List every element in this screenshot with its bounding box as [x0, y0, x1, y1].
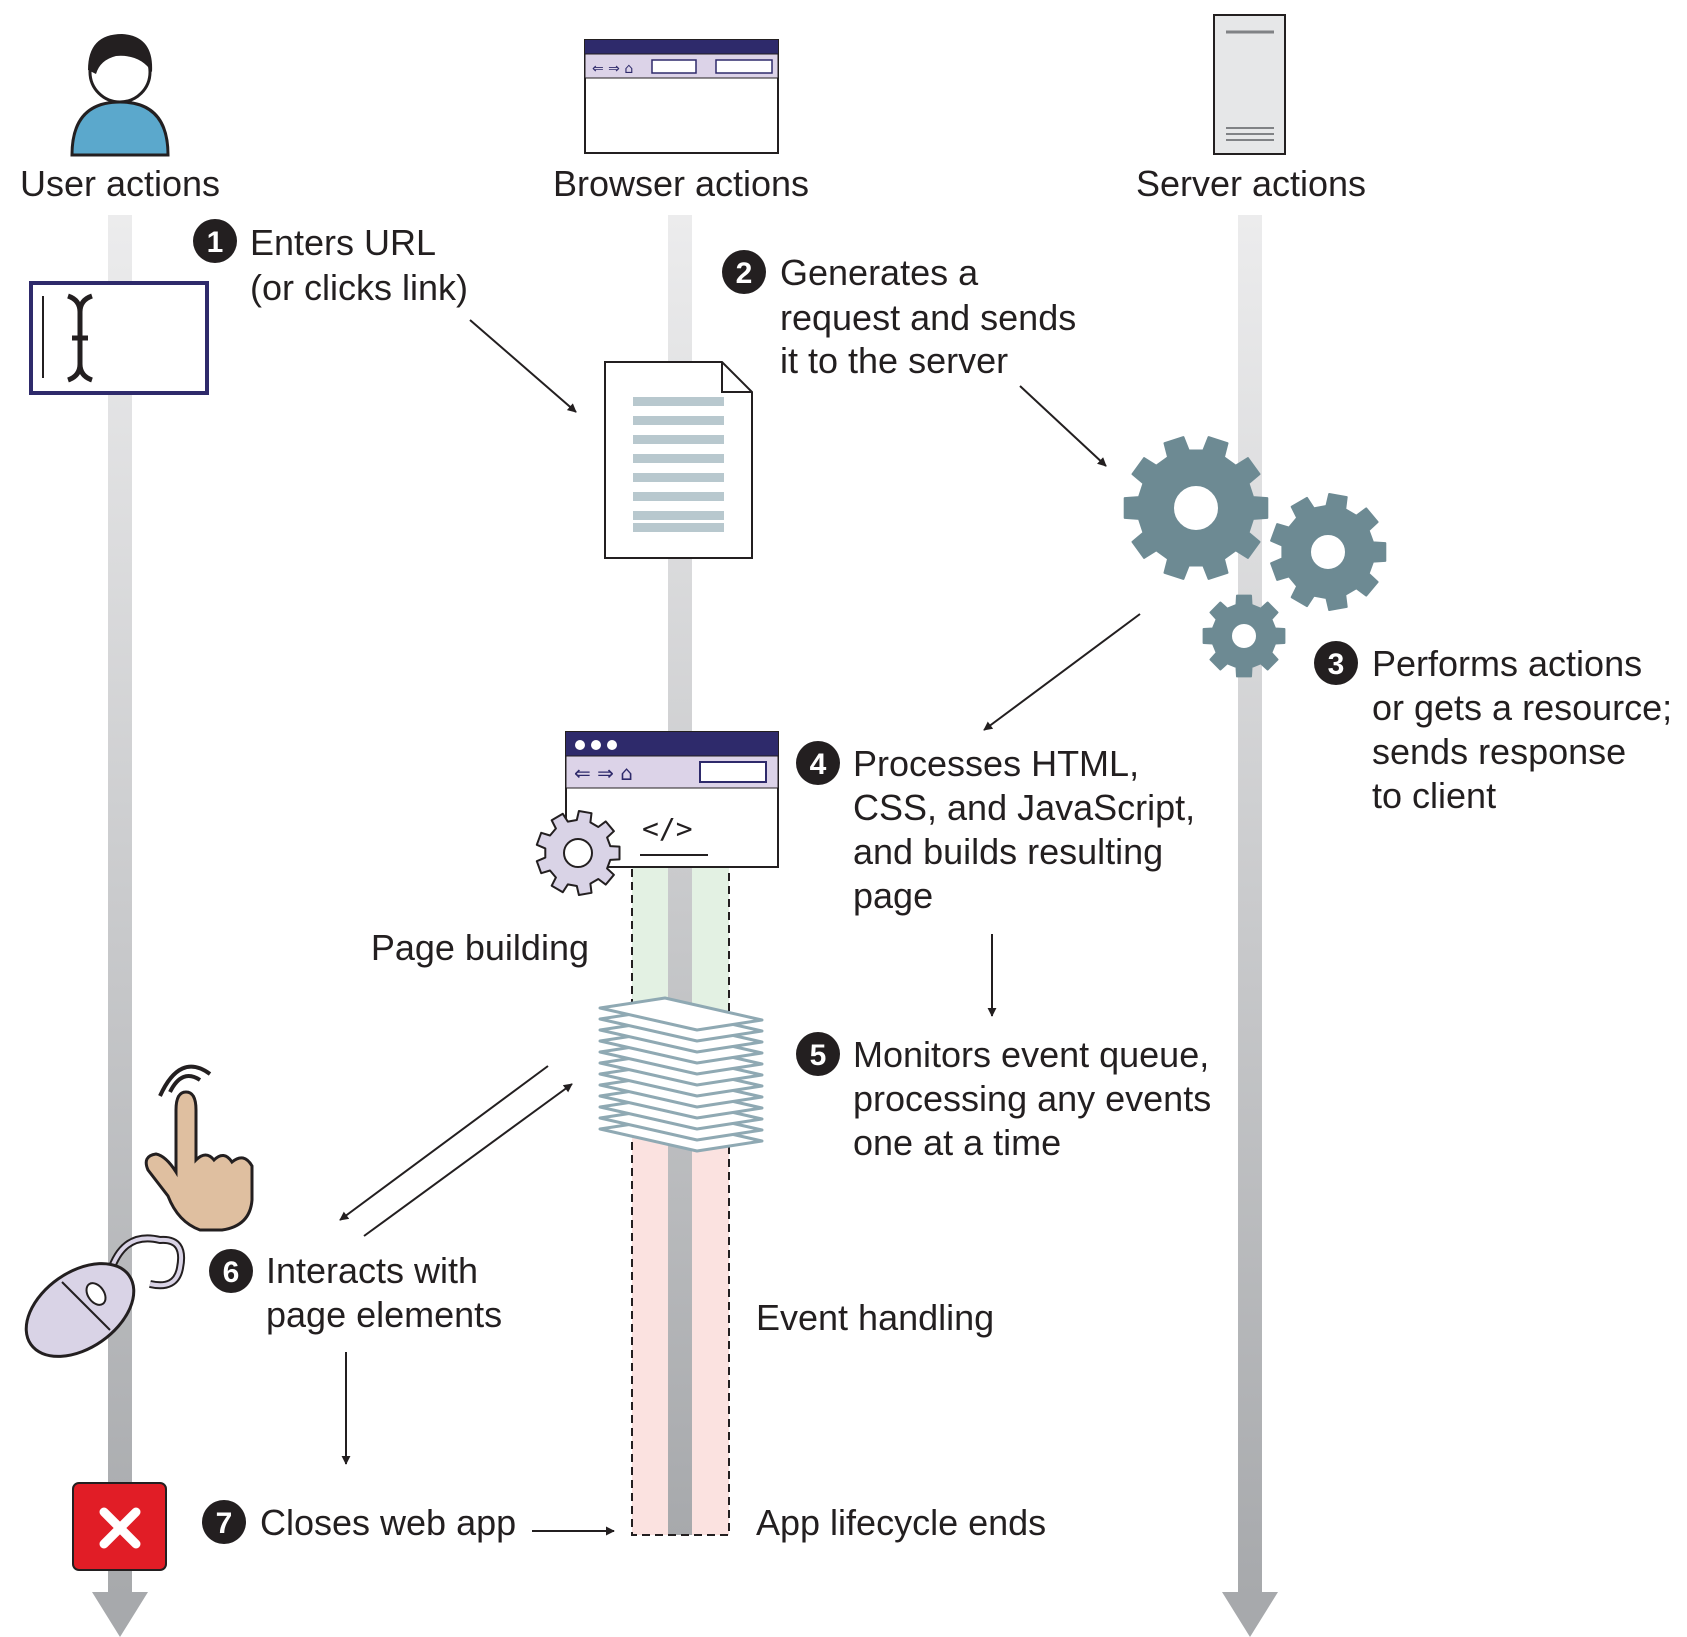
step-7-badge	[202, 1500, 246, 1544]
touch-hand-icon	[144, 1064, 254, 1232]
small-gear-icon	[535, 810, 621, 896]
step-2: 2 Generates a request and sends it to th…	[722, 250, 1086, 381]
step-6-badge	[209, 1249, 253, 1293]
step-2-text: Generates a request and sends it to the …	[780, 252, 1086, 381]
browser-lifecycle-box	[631, 865, 730, 1536]
user-lane	[92, 215, 148, 1637]
step-6-number: 6	[223, 1256, 240, 1289]
processing-gear-icon	[535, 810, 621, 896]
step-2-number: 2	[736, 257, 753, 290]
user-lane-title: User actions	[20, 163, 220, 204]
svg-text:⇐ ⇒ ⌂: ⇐ ⇒ ⌂	[574, 761, 633, 785]
step-5: 5 Monitors event queue, processing any e…	[796, 1032, 1221, 1163]
step-5-number: 5	[810, 1039, 827, 1072]
arrow-queue-to-user	[339, 1065, 549, 1221]
event-queue-icon	[598, 996, 764, 1153]
step-5-badge	[796, 1032, 840, 1076]
large-gear-icon	[1123, 436, 1269, 580]
gears-icon	[1123, 436, 1387, 678]
browser-window-icon: ⇐ ⇒ ⌂	[584, 39, 779, 154]
medium-gear-icon	[1270, 493, 1387, 611]
close-icon	[72, 1482, 167, 1571]
step-7-number: 7	[216, 1507, 233, 1540]
step-4: 4 Processes HTML, CSS, and JavaScript, a…	[796, 741, 1205, 916]
step-3-text: Performs actions or gets a resource; sen…	[1372, 643, 1682, 816]
server-icon	[1213, 14, 1286, 155]
document-icon	[604, 361, 753, 559]
browser-lane-title: Browser actions	[553, 163, 809, 204]
text-cursor-icon	[29, 281, 209, 395]
step-6-text: Interacts with page elements	[266, 1250, 502, 1335]
arrow-url-to-request	[469, 319, 577, 413]
step-7-text: Closes web app	[260, 1502, 516, 1543]
step-2-badge	[722, 250, 766, 294]
page-building-label: Page building	[371, 927, 589, 968]
server-lane	[1222, 215, 1278, 1637]
svg-text:⇐ ⇒ ⌂: ⇐ ⇒ ⌂	[592, 61, 633, 77]
event-handling-label: Event handling	[756, 1297, 994, 1338]
step-4-badge	[796, 741, 840, 785]
step-1-badge	[193, 219, 237, 263]
step-1: 1 Enters URL (or clicks link)	[193, 219, 468, 308]
arrow-user-to-queue	[363, 1083, 573, 1237]
step-3-number: 3	[1328, 648, 1345, 681]
step-1-text: Enters URL (or clicks link)	[250, 222, 468, 308]
step-4-text: Processes HTML, CSS, and JavaScript, and…	[853, 743, 1205, 916]
step-7: 7 Closes web app	[202, 1500, 516, 1544]
server-lane-title: Server actions	[1136, 163, 1366, 204]
browser-code-icon: ⇐ ⇒ ⌂ </>	[565, 731, 779, 868]
flow-arrows	[339, 319, 1141, 1536]
tiny-gear-icon	[1202, 594, 1286, 678]
step-5-text: Monitors event queue, processing any eve…	[853, 1034, 1221, 1163]
user-icon	[70, 34, 170, 157]
step-4-number: 4	[810, 748, 827, 781]
arrow-request-to-server	[1019, 385, 1107, 467]
svg-text:</>: </>	[642, 812, 693, 845]
step-3-badge	[1314, 641, 1358, 685]
queue-sheet	[598, 996, 764, 1032]
step-3: 3 Performs actions or gets a resource; s…	[1314, 641, 1682, 816]
mouse-icon	[24, 1234, 185, 1358]
step-6: 6 Interacts with page elements	[209, 1249, 502, 1335]
lifecycle-end-label: App lifecycle ends	[756, 1502, 1046, 1543]
arrow-response-to-browser	[983, 613, 1141, 731]
step-1-number: 1	[207, 226, 224, 259]
